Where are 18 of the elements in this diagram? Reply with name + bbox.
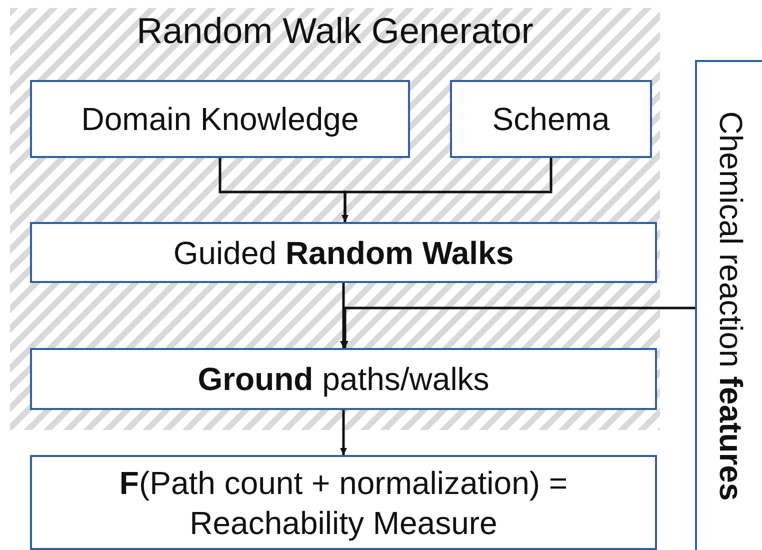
process-box	[450, 80, 652, 158]
box-text: F(Path count + normalization) = Reachability Measure	[118, 464, 569, 542]
box-text: Guided Random Walks	[173, 234, 514, 272]
panel-title: Random Walk Generator	[136, 10, 534, 52]
hatched-panel	[10, 8, 660, 430]
box-text: Ground paths/walks	[198, 360, 490, 399]
process-box	[30, 348, 657, 410]
arrow	[340, 410, 347, 455]
arrow	[342, 306, 695, 348]
box-text: Domain Knowledge	[81, 100, 359, 139]
process-box	[30, 222, 657, 283]
process-box	[30, 455, 657, 550]
box-text: Schema	[492, 100, 610, 139]
box-text: Chemical reaction features	[712, 111, 750, 501]
arrow	[342, 158, 552, 222]
arrow	[340, 283, 347, 348]
process-box	[30, 80, 410, 158]
vertical-label-box	[695, 60, 762, 550]
